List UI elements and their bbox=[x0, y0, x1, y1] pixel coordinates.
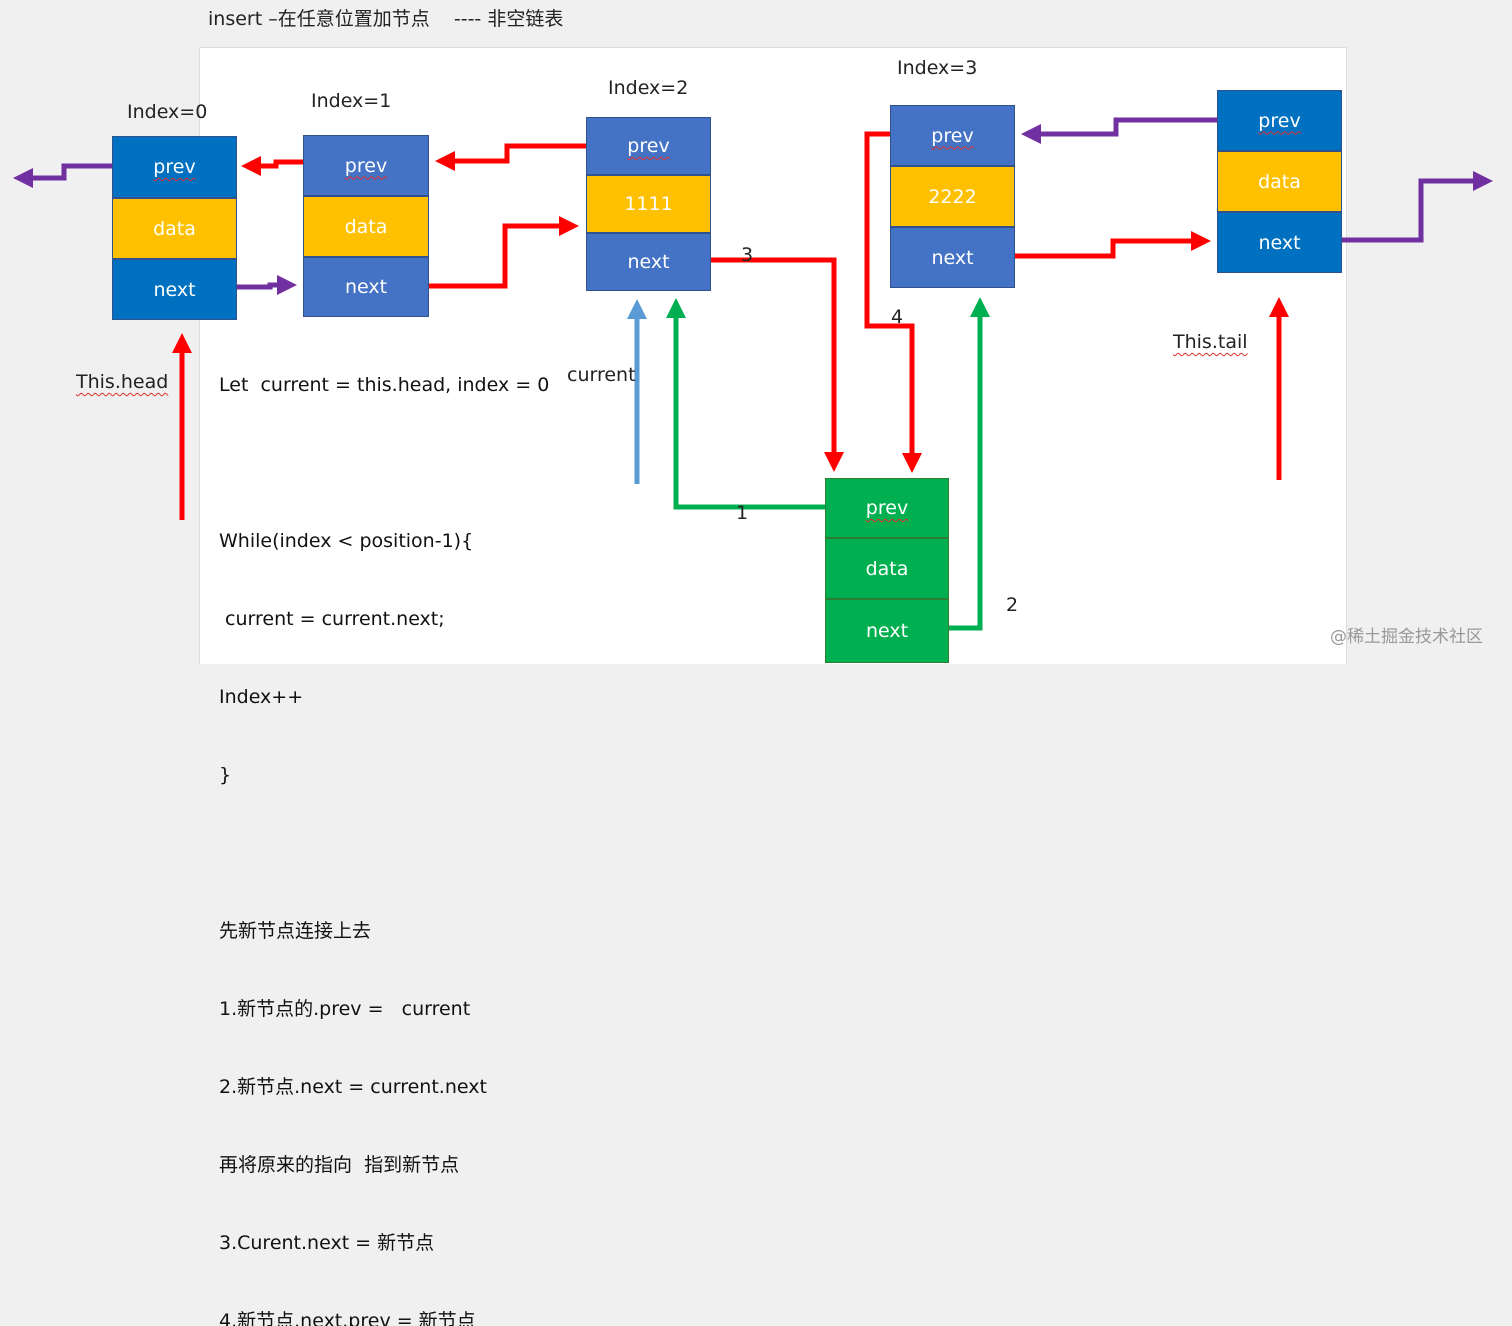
code-notes: Let current = this.head, index = 0 While… bbox=[219, 320, 549, 1326]
node1-next-text: next bbox=[344, 276, 388, 298]
arrow-node3-next bbox=[1015, 231, 1211, 259]
node3-data-text: 2222 bbox=[928, 185, 977, 208]
node4-data-text: data bbox=[1258, 170, 1301, 193]
arrow-step2 bbox=[949, 297, 990, 631]
node3-prev-cell: prev bbox=[890, 105, 1015, 166]
arrow-node0-next bbox=[237, 275, 297, 295]
node2-data-text: 1111 bbox=[624, 193, 673, 215]
arrow-step1 bbox=[666, 298, 825, 510]
new-node-data-cell: data bbox=[825, 538, 949, 599]
new-node-next-text: next bbox=[865, 620, 909, 642]
node2-next-text: next bbox=[627, 251, 670, 273]
arrows-layer bbox=[13, 117, 1493, 631]
node1-next-cell: next bbox=[303, 257, 429, 317]
code-line bbox=[219, 450, 549, 476]
node3-next-cell: next bbox=[890, 227, 1015, 288]
code-line: While(index < position-1){ bbox=[219, 530, 474, 552]
node1-prev-cell: prev bbox=[303, 135, 429, 196]
step1-label: 1 bbox=[736, 502, 749, 524]
index-label-3: Index=3 bbox=[897, 57, 978, 79]
arrow-node1-next bbox=[429, 216, 579, 289]
node1-data-text: data bbox=[344, 215, 388, 238]
code-line: 先新节点连接上去 bbox=[219, 920, 372, 942]
code-line: 3.Curent.next = 新节点 bbox=[219, 1232, 435, 1254]
arrow-step4 bbox=[864, 131, 922, 473]
node0-prev-text: prev bbox=[153, 156, 196, 178]
arrow-step3 bbox=[711, 257, 844, 472]
watermark: @稀土掘金技术社区 bbox=[1330, 627, 1483, 647]
node4-data-cell: data bbox=[1217, 151, 1342, 212]
code-line: 2.新节点.next = current.next bbox=[219, 1076, 487, 1098]
node0-prev-cell: prev bbox=[112, 136, 237, 198]
node2-prev-text: prev bbox=[627, 135, 670, 157]
code-line: 4.新节点.next.prev = 新节点 bbox=[219, 1310, 476, 1326]
code-line: 再将原来的指向 指到新节点 bbox=[219, 1154, 460, 1176]
code-line: Index++ bbox=[219, 686, 304, 708]
code-line: current = current.next; bbox=[219, 608, 445, 630]
node3-data-cell: 2222 bbox=[890, 166, 1015, 227]
diagram-title: insert –在任意位置加节点 ---- 非空链表 bbox=[208, 8, 564, 30]
index-label-2: Index=2 bbox=[608, 77, 689, 99]
tail-label: This.tail bbox=[1173, 331, 1248, 353]
index-label-1: Index=1 bbox=[311, 90, 392, 112]
code-line: 1.新节点的.prev = current bbox=[219, 998, 471, 1020]
index-label-0: Index=0 bbox=[127, 101, 208, 123]
node3-prev-text: prev bbox=[931, 124, 974, 147]
step3-label: 3 bbox=[741, 244, 754, 266]
step2-label: 2 bbox=[1006, 594, 1019, 616]
new-node-data-text: data bbox=[865, 557, 909, 580]
current-label: current bbox=[567, 364, 636, 386]
step4-label: 4 bbox=[891, 306, 904, 328]
arrow-node4-next bbox=[1342, 171, 1493, 243]
node0-data-cell: data bbox=[112, 198, 237, 259]
new-node-prev-text: prev bbox=[865, 497, 909, 519]
node0-data-text: data bbox=[153, 217, 196, 240]
arrow-node1-prev bbox=[241, 156, 303, 176]
node0-next-cell: next bbox=[112, 259, 237, 320]
arrow-node0-prev bbox=[13, 163, 112, 188]
head-label: This.head bbox=[76, 371, 169, 393]
code-line bbox=[219, 840, 549, 866]
node2-next-cell: next bbox=[586, 233, 711, 291]
node1-data-cell: data bbox=[303, 196, 429, 257]
node0-next-text: next bbox=[153, 278, 196, 301]
node1-prev-text: prev bbox=[344, 154, 388, 177]
code-line: } bbox=[219, 764, 232, 786]
node4-prev-text: prev bbox=[1258, 109, 1301, 132]
node4-next-text: next bbox=[1258, 231, 1301, 254]
node3-next-text: next bbox=[931, 246, 974, 269]
new-node-prev-cell: prev bbox=[825, 478, 949, 538]
new-node-next-cell: next bbox=[825, 599, 949, 663]
node2-prev-cell: prev bbox=[586, 117, 711, 175]
node2-data-cell: 1111 bbox=[586, 175, 711, 233]
arrow-node4-prev bbox=[1021, 117, 1217, 144]
code-line: Let current = this.head, index = 0 bbox=[219, 374, 550, 396]
node4-next-cell: next bbox=[1217, 212, 1342, 273]
arrow-node2-prev bbox=[435, 143, 586, 171]
node4-prev-cell: prev bbox=[1217, 90, 1342, 151]
